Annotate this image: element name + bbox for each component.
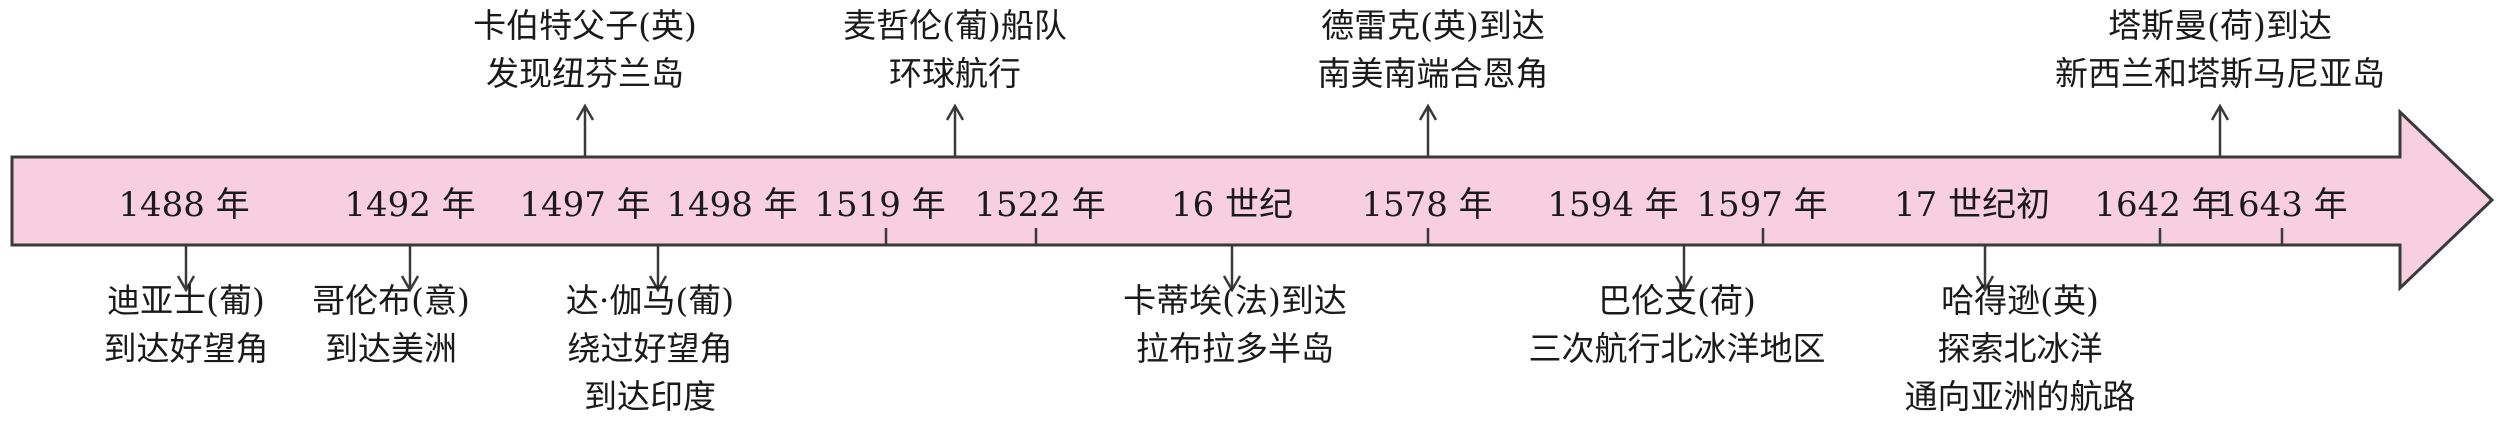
year-label-1488: 1488 年 bbox=[118, 185, 250, 225]
event-line: 卡蒂埃(法)到达 bbox=[1123, 281, 1347, 320]
down-pointer-arrow bbox=[1222, 245, 1242, 293]
event-line: 新西兰和塔斯马尼亚岛 bbox=[2055, 54, 2385, 93]
event-line: 通向亚洲的航路 bbox=[1904, 377, 2136, 416]
year-label-1642: 1642 年 bbox=[2094, 185, 2226, 225]
year-label-1597: 1597 年 bbox=[1696, 185, 1828, 225]
year-label-1594: 1594 年 bbox=[1547, 185, 1679, 225]
event-cartier: 卡蒂埃(法)到达 拉布拉多半岛 bbox=[1123, 277, 1347, 373]
event-line: 绕过好望角 bbox=[567, 329, 733, 368]
down-pointer-arrow bbox=[648, 245, 668, 293]
event-line: 麦哲伦(葡)船队 bbox=[843, 6, 1067, 45]
up-pointer-arrow bbox=[945, 103, 965, 157]
down-pointer-arrow bbox=[1975, 245, 1995, 293]
event-dias: 迪亚士(葡) 到达好望角 bbox=[104, 277, 269, 373]
up-pointer-arrow bbox=[2210, 103, 2230, 157]
event-line: 德雷克(英)到达 bbox=[1321, 6, 1545, 45]
down-pointer-arrow bbox=[176, 245, 196, 293]
event-line: 到达印度 bbox=[584, 377, 716, 416]
year-label-1522: 1522 年 bbox=[974, 185, 1106, 225]
event-cabot: 卡伯特父子(英) 发现纽芬兰岛 bbox=[473, 2, 697, 98]
event-line: 到达美洲 bbox=[325, 329, 457, 368]
event-line: 发现纽芬兰岛 bbox=[486, 54, 684, 93]
event-barents: 巴伦支(荷) 三次航行北冰洋地区 bbox=[1529, 277, 1826, 373]
year-label-1643: 1643 年 bbox=[2216, 185, 2348, 225]
year-label-1519: 1519 年 bbox=[814, 185, 946, 225]
event-hudson: 哈得逊(英) 探索北冰洋 通向亚洲的航路 bbox=[1905, 277, 2136, 421]
event-pointers bbox=[176, 103, 2230, 293]
event-line: 到达好望角 bbox=[103, 329, 269, 368]
year-label-16c: 16 世纪 bbox=[1170, 185, 1294, 225]
event-line: 塔斯曼(荷)到达 bbox=[2108, 6, 2332, 45]
event-da-gama: 达·伽马(葡) 绕过好望角 到达印度 bbox=[566, 277, 734, 421]
year-label-1578: 1578 年 bbox=[1361, 185, 1493, 225]
year-label-1498: 1498 年 bbox=[666, 185, 798, 225]
event-line: 达·伽马(葡) bbox=[565, 281, 735, 320]
year-ticks bbox=[884, 228, 2284, 245]
event-line: 哈得逊(英) bbox=[1941, 281, 2099, 320]
event-columbus: 哥伦布(意) 到达美洲 bbox=[312, 277, 470, 373]
year-label-17c: 17 世纪初 bbox=[1893, 185, 2051, 225]
event-line: 巴伦支(荷) bbox=[1598, 281, 1756, 320]
event-line: 环球航行 bbox=[889, 54, 1021, 93]
year-label-1492: 1492 年 bbox=[344, 185, 476, 225]
event-line: 卡伯特父子(英) bbox=[473, 6, 697, 45]
event-line: 哥伦布(意) bbox=[312, 281, 470, 320]
down-pointer-arrow bbox=[1674, 245, 1694, 293]
up-pointer-arrow bbox=[1418, 103, 1438, 157]
down-pointer-arrow bbox=[400, 245, 420, 293]
event-magellan: 麦哲伦(葡)船队 环球航行 bbox=[843, 2, 1067, 98]
event-drake: 德雷克(英)到达 南美南端合恩角 bbox=[1318, 2, 1549, 98]
event-tasman: 塔斯曼(荷)到达 新西兰和塔斯马尼亚岛 bbox=[2055, 2, 2385, 98]
event-line: 探索北冰洋 bbox=[1937, 329, 2103, 368]
up-pointer-arrow bbox=[575, 103, 595, 157]
event-line: 迪亚士(葡) bbox=[107, 281, 265, 320]
event-line: 南美南端合恩角 bbox=[1317, 54, 1549, 93]
event-line: 三次航行北冰洋地区 bbox=[1528, 329, 1826, 368]
event-line: 拉布拉多半岛 bbox=[1136, 329, 1334, 368]
year-label-1497: 1497 年 bbox=[519, 185, 651, 225]
